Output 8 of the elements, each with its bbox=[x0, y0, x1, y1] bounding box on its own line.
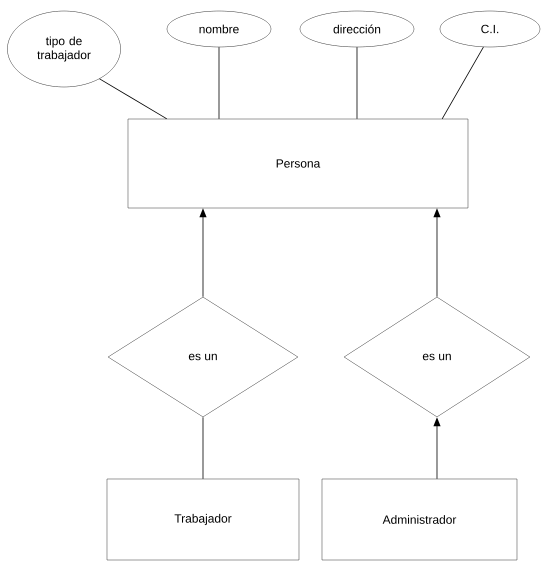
entity-box: Trabajador bbox=[106, 478, 300, 560]
connector-line bbox=[218, 46, 220, 120]
connector-line bbox=[202, 416, 204, 480]
entity-box: Persona bbox=[128, 118, 468, 208]
entity-box: Administrador bbox=[322, 478, 518, 560]
connector-line bbox=[356, 46, 358, 120]
connector-line bbox=[442, 46, 484, 120]
connector-line bbox=[99, 78, 168, 120]
